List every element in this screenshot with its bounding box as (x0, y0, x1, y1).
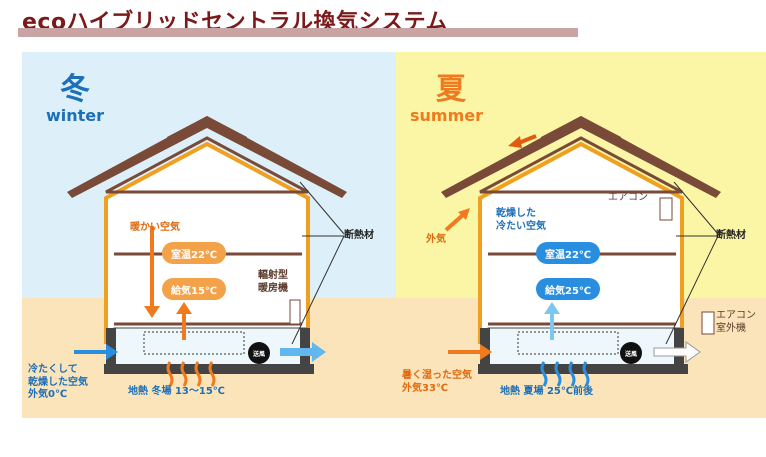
winter-season-en: winter (46, 106, 105, 125)
summer-aircon (659, 197, 673, 221)
winter-supply-temp-badge: 給気15℃ (162, 278, 226, 300)
summer-geo-arrow-1 (540, 361, 548, 387)
winter-panel: 冬 winter 暖かい空気 室温22℃ 給気15℃ 輻射型 暖房機 断熱材 冷… (22, 52, 396, 418)
winter-insulation-label: 断熱材 (344, 230, 374, 241)
winter-roof-ridge (167, 116, 247, 144)
winter-outside-air-label: 冷たくして 乾燥した空気 外気0℃ (28, 364, 88, 400)
summer-supply-arrow (544, 302, 560, 340)
summer-foundation-right (674, 328, 684, 364)
winter-foundation-left (106, 328, 116, 364)
winter-warm-air-label: 暖かい空気 (130, 222, 180, 233)
summer-fan-icon: 送風 (620, 342, 642, 364)
summer-supply-temp-badge: 給気25℃ (536, 278, 600, 300)
winter-leader-1 (299, 181, 345, 235)
winter-geo-arrow-3 (194, 361, 202, 387)
summer-leader-3 (665, 235, 719, 345)
summer-geothermal-label: 地熱 夏場 25℃前後 (500, 386, 593, 397)
winter-duct (143, 331, 245, 355)
winter-inner-roof (105, 136, 309, 194)
winter-leader-3 (291, 235, 345, 345)
summer-exhaust-arrow (653, 341, 701, 363)
summer-leader-1 (673, 181, 719, 235)
winter-geothermal-label: 地熱 冬場 13～15℃ (128, 386, 225, 397)
summer-roof-arrow-head (508, 136, 522, 148)
title-underline (18, 28, 578, 37)
summer-aircon-label: エアコン (608, 192, 648, 203)
winter-intake-arrow (74, 344, 118, 360)
summer-season-label: 夏 (436, 72, 466, 107)
winter-season-label: 冬 (60, 72, 90, 107)
summer-room-temp-badge: 室温22℃ (536, 242, 600, 264)
summer-outdoor-unit (701, 311, 715, 335)
winter-radiator (289, 299, 301, 325)
winter-supply-arrow (176, 302, 192, 340)
summer-roof-ridge (541, 116, 621, 144)
summer-outside-arrow-shaft (444, 212, 466, 232)
winter-geo-arrow-2 (180, 361, 188, 387)
winter-geo-arrow-4 (208, 361, 216, 387)
winter-radiator-label: 輻射型 暖房機 (258, 270, 288, 294)
summer-geo-arrow-4 (582, 361, 590, 387)
summer-crawlspace (487, 327, 681, 367)
summer-foundation-left (480, 328, 490, 364)
summer-insulation-label: 断熱材 (716, 230, 746, 241)
winter-geo-arrow-1 (166, 361, 174, 387)
summer-geo-arrow-3 (568, 361, 576, 387)
summer-season-en: summer (410, 106, 483, 125)
summer-duct (517, 331, 619, 355)
summer-intake-arrow (448, 344, 492, 360)
summer-outside-air-label: 暑く湿った空気 外気33℃ (402, 370, 472, 394)
summer-outdoor-unit-label: エアコン 室外機 (716, 310, 756, 334)
winter-foundation-right (300, 328, 310, 364)
summer-outside-label: 外気 (426, 234, 446, 245)
summer-cool-air-label: 乾燥した 冷たい空気 (496, 208, 546, 232)
winter-crawlspace (113, 327, 307, 367)
winter-exhaust-arrow (280, 342, 326, 362)
summer-panel: 夏 summer 外気 エアコン 断熱材 乾燥した 冷たい空気 室温22℃ 給気… (396, 52, 766, 418)
winter-room-temp-badge: 室温22℃ (162, 242, 226, 264)
summer-inner-roof (479, 136, 683, 194)
winter-fan-icon: 送風 (248, 342, 270, 364)
winter-warm-air-arrow (144, 226, 160, 318)
summer-geo-arrow-2 (554, 361, 562, 387)
